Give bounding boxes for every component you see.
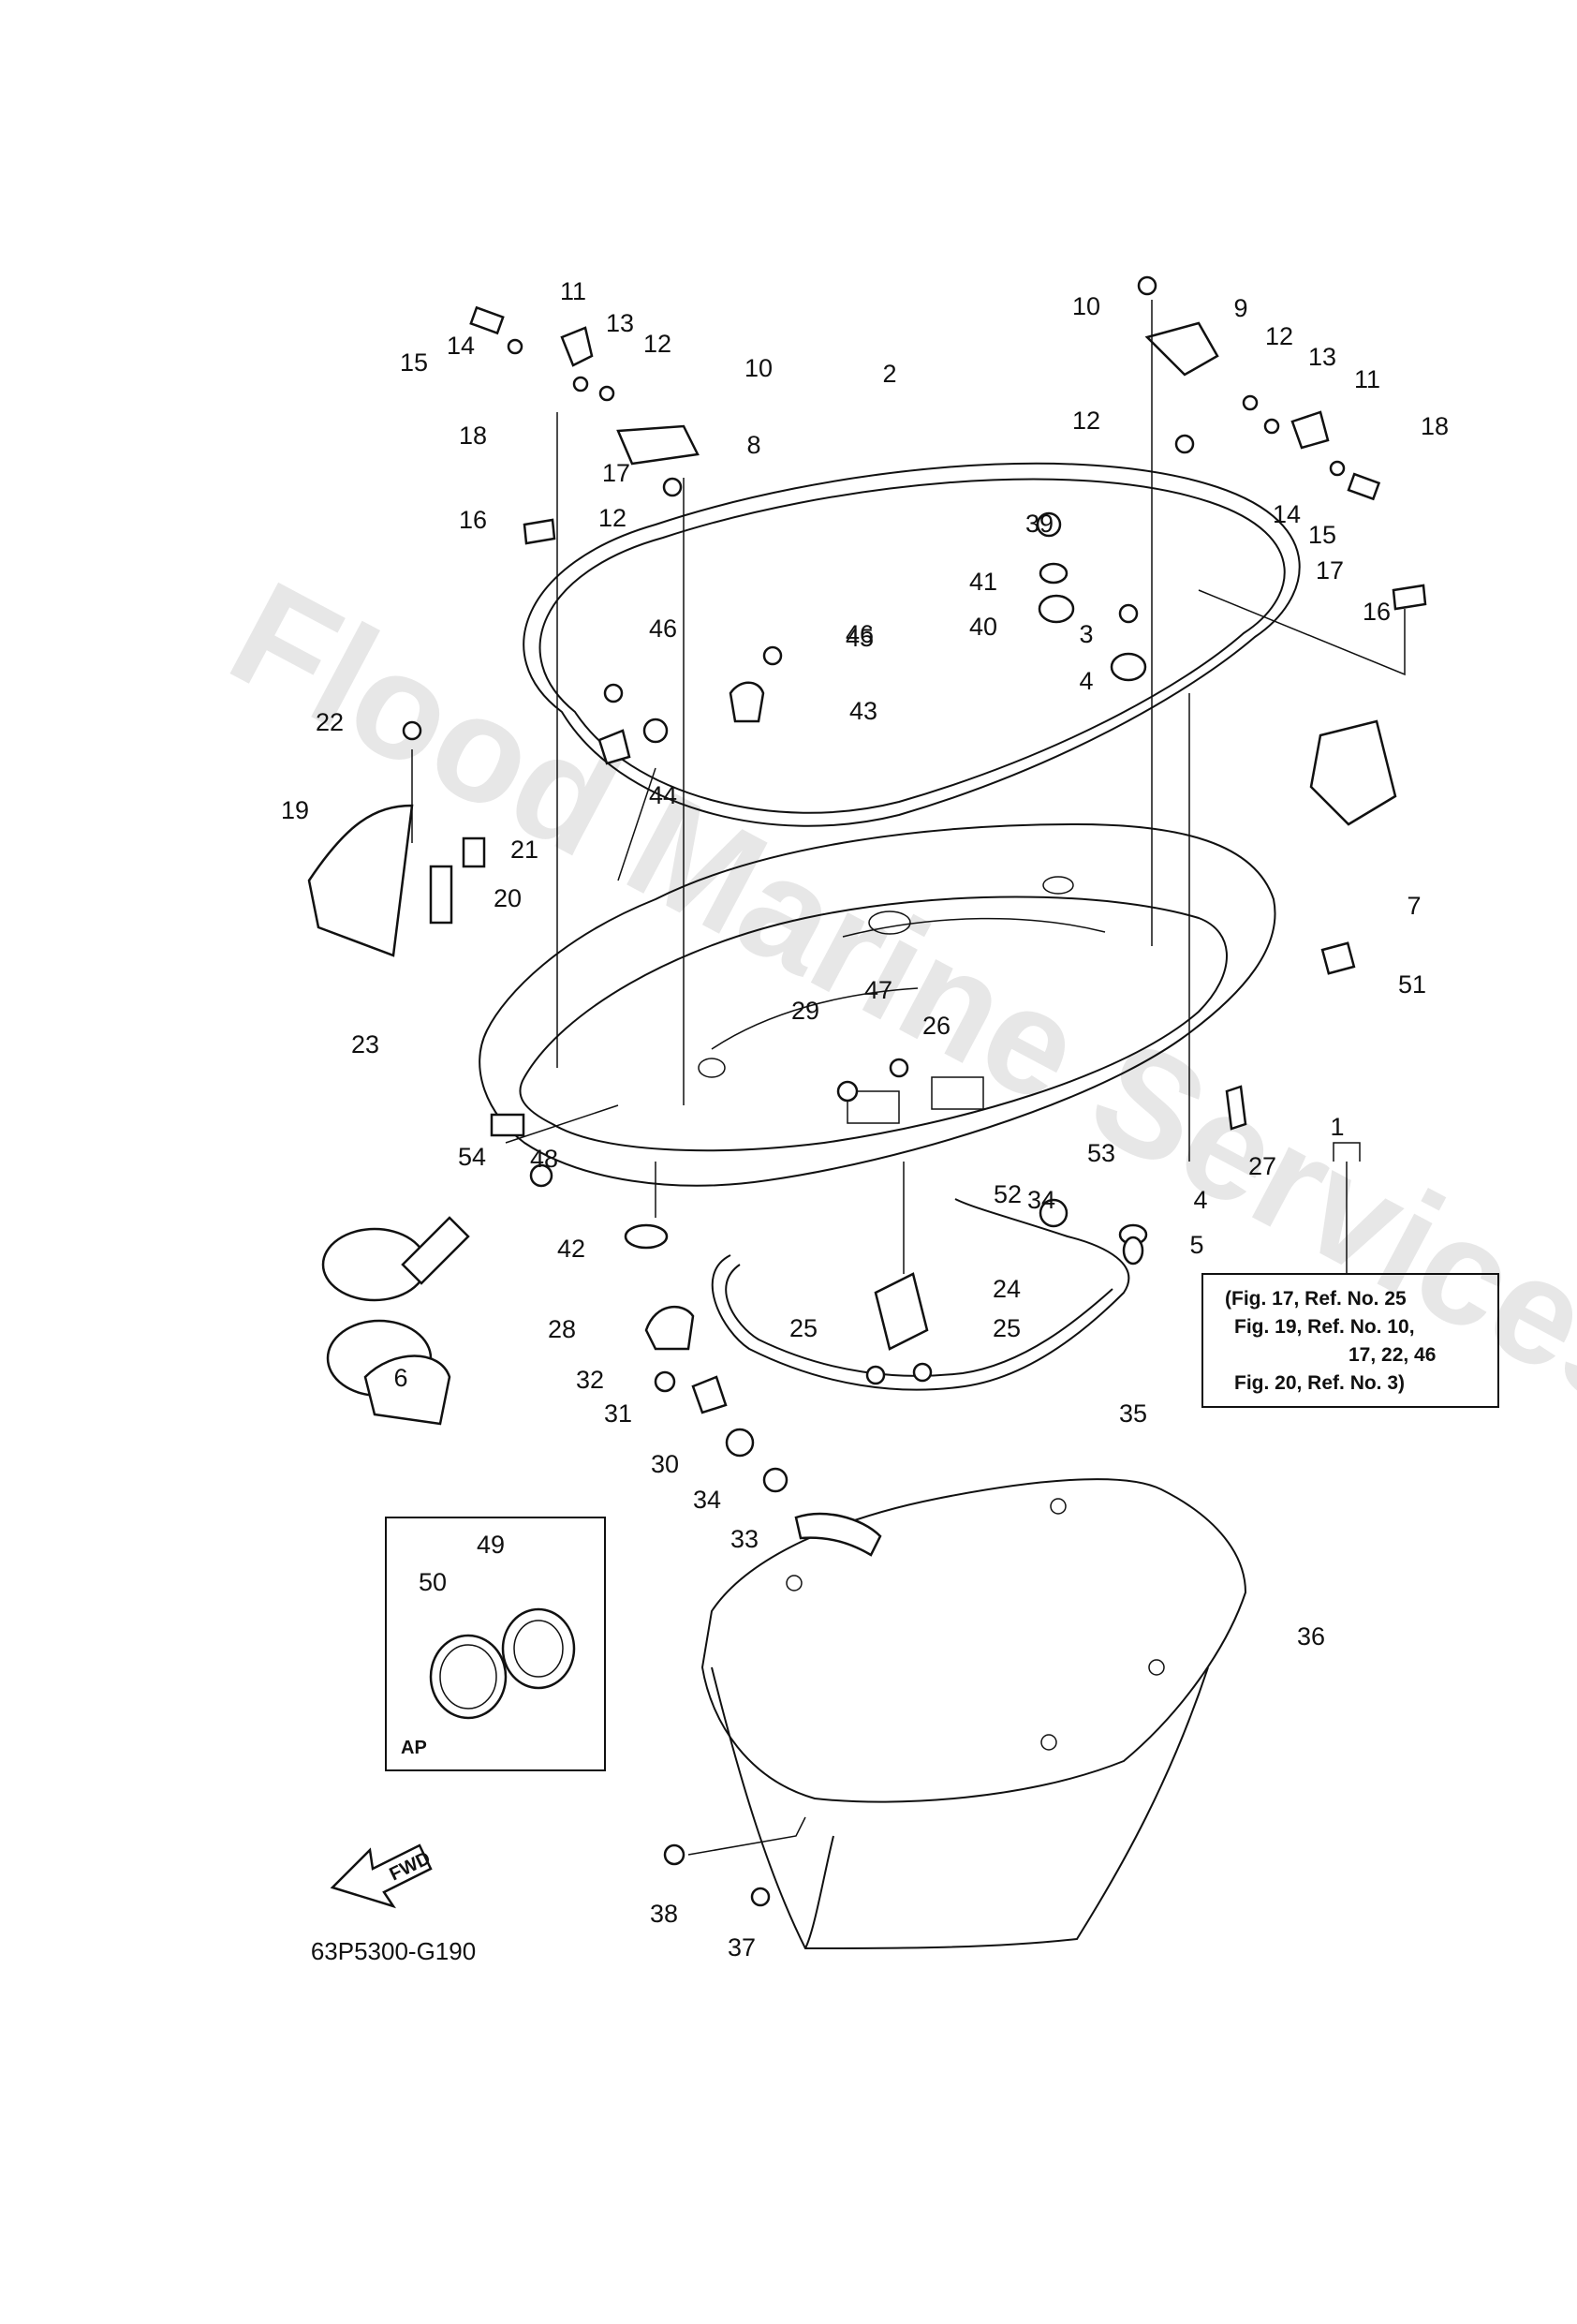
callout: 30 [651, 1450, 679, 1478]
callout: 37 [728, 1933, 756, 1961]
callout: 5 [1189, 1231, 1203, 1259]
callout: 12 [643, 330, 671, 358]
callout: 41 [969, 568, 997, 596]
diagram-code: 63P5300-G190 [311, 1937, 476, 1965]
callout: 29 [791, 997, 819, 1025]
callout: 34 [693, 1486, 721, 1514]
callout: 19 [281, 796, 309, 824]
callout: 24 [993, 1275, 1021, 1303]
callout: 51 [1398, 970, 1426, 999]
callout: 52 [994, 1180, 1022, 1208]
callout: 11 [1354, 365, 1380, 393]
callout: 14 [1273, 500, 1301, 528]
callout: 36 [1297, 1622, 1325, 1650]
note-line-4: Fig. 20, Ref. No. 3) [1234, 1372, 1405, 1394]
callout: 23 [351, 1030, 379, 1058]
callout: 35 [1119, 1399, 1147, 1428]
callout: 20 [494, 884, 522, 912]
callout: 32 [576, 1366, 604, 1394]
callout: 4 [1079, 667, 1093, 695]
callout: 53 [1087, 1139, 1115, 1167]
callout: 18 [459, 422, 487, 450]
callout: 40 [969, 613, 997, 641]
callout: 33 [730, 1525, 759, 1553]
callout: 16 [459, 506, 487, 534]
callout: 11 [560, 277, 586, 305]
callout: 22 [316, 708, 344, 736]
callout: 48 [530, 1145, 558, 1173]
callout: 47 [864, 976, 892, 1004]
callout: 18 [1421, 412, 1449, 440]
callout: 25 [789, 1314, 818, 1342]
reference-note-box: (Fig. 17, Ref. No. 25 Fig. 19, Ref. No. … [1201, 1142, 1499, 1408]
callout: 46 [649, 614, 677, 643]
callout: 15 [1308, 521, 1336, 549]
callout: 46 [846, 620, 874, 648]
lower-apron [700, 1478, 1247, 1950]
callout: 9 [1233, 294, 1247, 322]
callout: 50 [419, 1568, 447, 1596]
callout: 38 [650, 1900, 678, 1928]
callout: 17 [1316, 556, 1344, 585]
callout: 4 [1193, 1186, 1207, 1214]
callout: 12 [1072, 407, 1100, 435]
callout: 14 [447, 332, 475, 360]
callout: 13 [1308, 343, 1336, 371]
ap-inset: AP [385, 1517, 606, 1771]
note-line-1: (Fig. 17, Ref. No. 25 [1225, 1288, 1407, 1310]
callout: 31 [604, 1399, 632, 1428]
callout-labels: 1 2 3 4 4 5 6 7 8 9 10 10 11 11 12 12 12… [281, 277, 1449, 1961]
callout: 3 [1079, 620, 1093, 648]
callout: 44 [649, 781, 677, 809]
callout: 16 [1363, 598, 1391, 626]
callout: 10 [1072, 292, 1100, 320]
callout: 54 [458, 1143, 486, 1171]
callout: 10 [744, 354, 773, 382]
callout: 34 [1027, 1186, 1055, 1214]
callout: 1 [1330, 1113, 1344, 1141]
callout: 27 [1248, 1152, 1276, 1180]
apron-seal [711, 1198, 1130, 1391]
inset-tag: AP [401, 1738, 427, 1758]
hardware-parts [307, 275, 1427, 1907]
callout: 28 [548, 1315, 576, 1343]
callout: 21 [510, 836, 538, 864]
top-seal [523, 462, 1301, 827]
callout: 7 [1407, 892, 1421, 920]
callout: 8 [746, 431, 760, 459]
callout: 15 [400, 348, 428, 377]
callout: 12 [1265, 322, 1293, 350]
callout: 49 [477, 1531, 505, 1559]
note-line-3: 17, 22, 46 [1349, 1344, 1436, 1366]
callout: 39 [1025, 510, 1054, 538]
note-line-2: Fig. 19, Ref. No. 10, [1234, 1316, 1415, 1338]
callout: 17 [602, 459, 630, 487]
bottom-cowling [479, 822, 1276, 1187]
fwd-arrow: FWD [330, 1843, 434, 1909]
callout: 2 [882, 360, 896, 388]
callout: 6 [393, 1364, 407, 1392]
callout: 45 [846, 624, 874, 652]
callout: 26 [922, 1012, 951, 1040]
callout: 13 [606, 309, 634, 337]
callout: 25 [993, 1314, 1021, 1342]
callout: 12 [598, 504, 626, 532]
callout: 42 [557, 1235, 585, 1263]
callout: 43 [849, 697, 877, 725]
